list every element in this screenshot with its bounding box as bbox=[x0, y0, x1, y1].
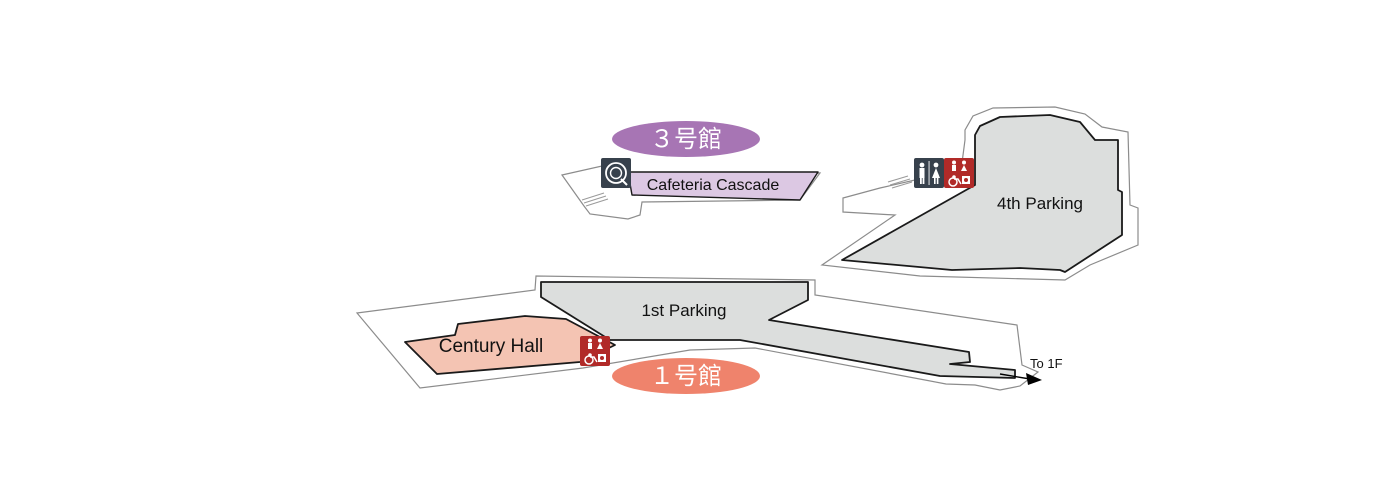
parking4-label: 4th Parking bbox=[997, 194, 1083, 213]
parking4-area[interactable] bbox=[841, 114, 1123, 273]
building3-badge: ３号館 bbox=[612, 121, 760, 157]
century-hall-area[interactable] bbox=[404, 315, 616, 375]
century-hall-label: Century Hall bbox=[439, 336, 544, 357]
building3-stairs bbox=[581, 192, 609, 207]
parking4-stairs bbox=[887, 175, 913, 189]
accessible-restroom-icon bbox=[580, 336, 610, 366]
to-1f-arrow[interactable]: To 1F bbox=[999, 356, 1063, 385]
building3-label: ３号館 bbox=[650, 125, 722, 153]
building1-floor: 1st Parking Century Hall bbox=[355, 275, 1040, 391]
cafeteria-cascade-label: Cafeteria Cascade bbox=[647, 177, 780, 194]
parking1-label: 1st Parking bbox=[641, 301, 726, 320]
cafeteria-cascade-area[interactable] bbox=[627, 171, 819, 201]
cafeteria-sign-icon bbox=[601, 158, 631, 188]
building1-label: １号館 bbox=[650, 362, 722, 390]
restroom-icon bbox=[914, 158, 944, 188]
parking4-floor: 4th Parking bbox=[820, 106, 1139, 281]
building1-badge: １号館 bbox=[612, 358, 760, 394]
building3-floor: Cafeteria Cascade bbox=[560, 165, 822, 220]
parking1-area[interactable] bbox=[540, 281, 1016, 379]
to-1f-label: To 1F bbox=[1030, 356, 1063, 371]
accessible-restroom-icon bbox=[944, 158, 974, 188]
